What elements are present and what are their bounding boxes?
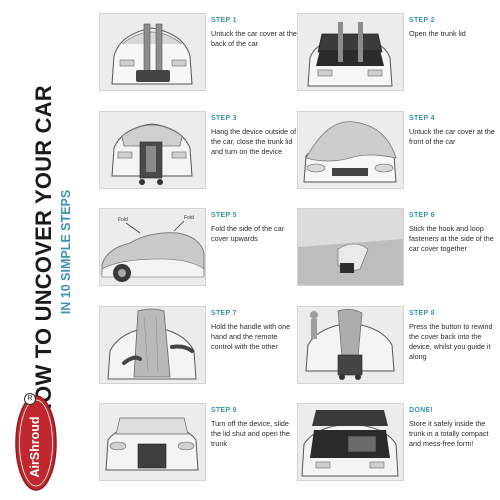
step-4-illustration	[297, 111, 404, 189]
step-4-label: STEP 4	[409, 115, 435, 122]
step-2-label: STEP 2	[409, 17, 435, 24]
registered-mark-icon: R	[24, 393, 36, 405]
step-1: STEP 1 Untuck the car cover at the back …	[99, 13, 299, 93]
step-6-text: Stick the hook and loop fasteners at the…	[409, 224, 494, 253]
step-3: STEP 3 Hang the device outside of the ca…	[99, 111, 299, 191]
step-1-illustration	[99, 13, 206, 91]
step-2-text: Open the trunk lid	[409, 29, 466, 38]
step-6: STEP 6 Stick the hook and loop fasteners…	[297, 208, 497, 288]
step-4-text: Untuck the car cover at the front of the…	[409, 127, 495, 146]
brand-name: AirShroud	[28, 416, 42, 478]
step-done-text: Store it safely inside the trunk in a to…	[409, 419, 489, 448]
step-done-label: DONE!	[409, 407, 434, 414]
step-8-illustration	[297, 306, 404, 384]
step-3-label: STEP 3	[211, 115, 237, 122]
step-6-label: STEP 6	[409, 212, 435, 219]
step-5: Fold Fold STEP 5 Fold the side of the ca…	[99, 208, 299, 288]
step-4: STEP 4 Untuck the car cover at the front…	[297, 111, 497, 191]
page-subtitle: IN 10 SIMPLE STEPS	[59, 189, 73, 315]
step-done: DONE! Store it safely inside the trunk i…	[297, 403, 497, 483]
fold-annotation-right: Fold	[184, 215, 194, 221]
step-2-illustration	[297, 13, 404, 91]
step-3-illustration	[99, 111, 206, 189]
step-9-illustration	[99, 403, 206, 481]
airshroud-logo	[15, 395, 57, 491]
step-7-text: Hold the handle with one hand and the re…	[211, 322, 291, 351]
step-6-illustration	[297, 208, 404, 286]
step-5-text: Fold the side of the car cover upwards	[211, 224, 285, 243]
fold-annotation-left: Fold	[118, 217, 128, 223]
step-9-label: STEP 9	[211, 407, 237, 414]
step-8-label: STEP 8	[409, 310, 435, 317]
step-7-label: STEP 7	[211, 310, 237, 317]
step-9-text: Turn off the device, slide the lid shut …	[211, 419, 290, 448]
step-3-text: Hang the device outside of the car, clos…	[211, 127, 297, 156]
step-2: STEP 2 Open the trunk lid	[297, 13, 497, 93]
title-sidebar: HOW TO UNCOVER YOUR CAR IN 10 SIMPLE STE…	[0, 0, 82, 500]
page-title: HOW TO UNCOVER YOUR CAR	[31, 85, 56, 419]
step-done-illustration	[297, 403, 404, 481]
step-9: STEP 9 Turn off the device, slide the li…	[99, 403, 299, 483]
step-5-label: STEP 5	[211, 212, 237, 219]
step-8: STEP 8 Press the button to rewind the co…	[297, 306, 497, 386]
step-1-text: Untuck the car cover at the back of the …	[211, 29, 297, 48]
step-7-illustration	[99, 306, 206, 384]
step-5-illustration: Fold Fold	[99, 208, 206, 286]
step-8-text: Press the button to rewind the cover bac…	[409, 322, 493, 361]
step-7: STEP 7 Hold the handle with one hand and…	[99, 306, 299, 386]
step-1-label: STEP 1	[211, 17, 237, 24]
